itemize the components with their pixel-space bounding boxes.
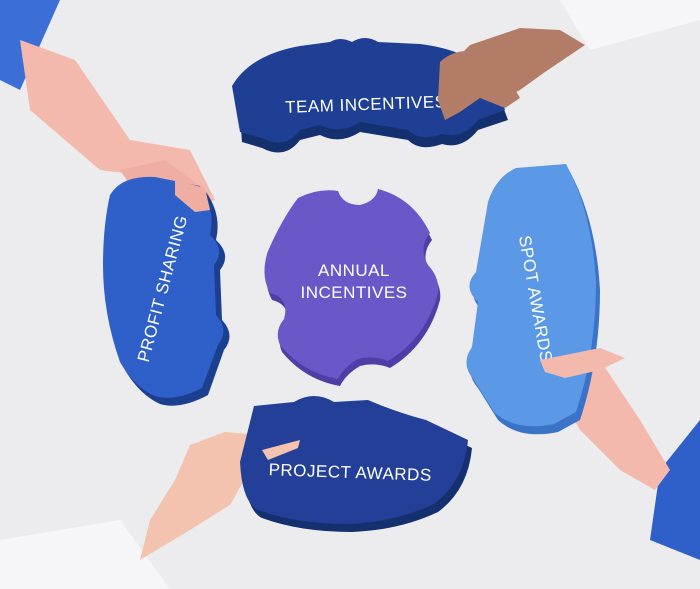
center-label-line1: ANNUAL	[318, 261, 390, 280]
puzzle-piece-project-awards: PROJECT AWARDS	[240, 396, 472, 532]
center-label-line2: INCENTIVES	[300, 283, 407, 302]
finger-overlays	[175, 51, 625, 460]
puzzle-piece-annual-incentives: ANNUAL INCENTIVES	[264, 189, 441, 386]
puzzle-piece-profit-sharing: PROFIT SHARING	[103, 176, 230, 406]
